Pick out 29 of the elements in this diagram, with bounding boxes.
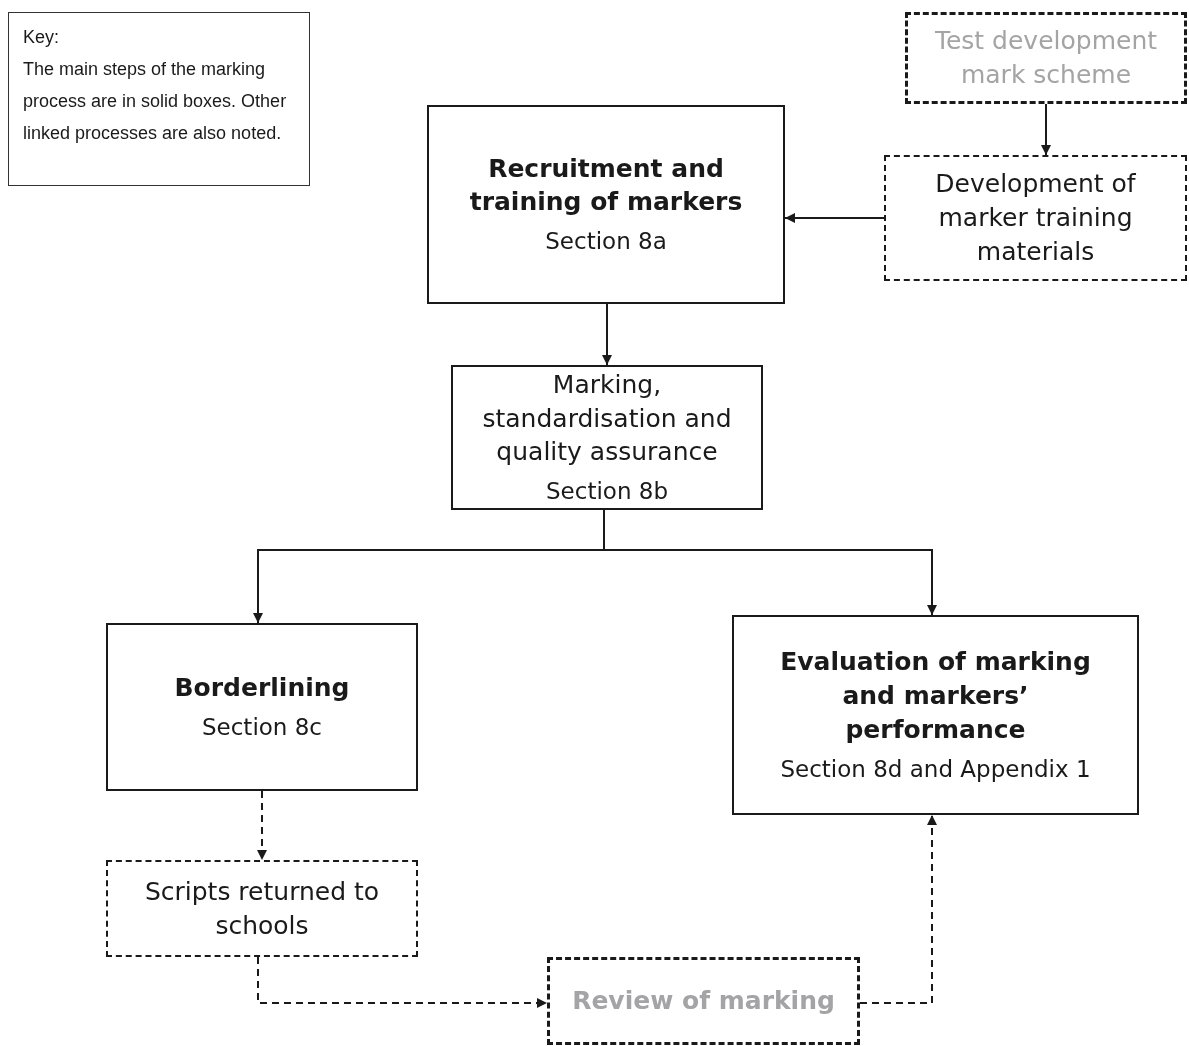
process-box xyxy=(106,860,418,957)
arrow xyxy=(1041,103,1051,156)
key-text: The main steps of the marking process are in solid boxes. Other linked processes are also noted. xyxy=(23,58,288,145)
process-box xyxy=(427,105,785,304)
arrow xyxy=(602,303,612,366)
arrow xyxy=(859,814,937,1004)
key-heading: Key: xyxy=(23,26,60,49)
process-box xyxy=(451,365,763,510)
process-box xyxy=(905,12,1187,104)
arrow xyxy=(257,956,548,1008)
process-box xyxy=(106,623,418,791)
arrow xyxy=(784,213,885,223)
box-title: Development of marker training materials xyxy=(934,168,1137,268)
process-box xyxy=(884,155,1187,281)
box-title: Review of marking xyxy=(572,985,835,1018)
section-reference: Section 8d and Appendix 1 xyxy=(780,754,1091,784)
section-reference: Section 8b xyxy=(546,477,668,507)
key-box xyxy=(8,12,310,186)
section-reference: Section 8c xyxy=(201,712,322,742)
process-box xyxy=(547,957,860,1045)
section-reference: Section 8a xyxy=(545,227,667,257)
box-title: Recruitment and training of markers xyxy=(468,152,744,219)
box-title: Evaluation of marking and markers’ performance xyxy=(779,646,1092,746)
box-title: Test development mark scheme xyxy=(933,25,1159,91)
box-title: Borderlining xyxy=(174,672,350,705)
process-box xyxy=(732,615,1139,815)
arrow xyxy=(257,790,267,861)
box-title: Scripts returned to schools xyxy=(143,875,381,942)
box-title: Marking, standardisation and quality assurance xyxy=(481,368,733,469)
